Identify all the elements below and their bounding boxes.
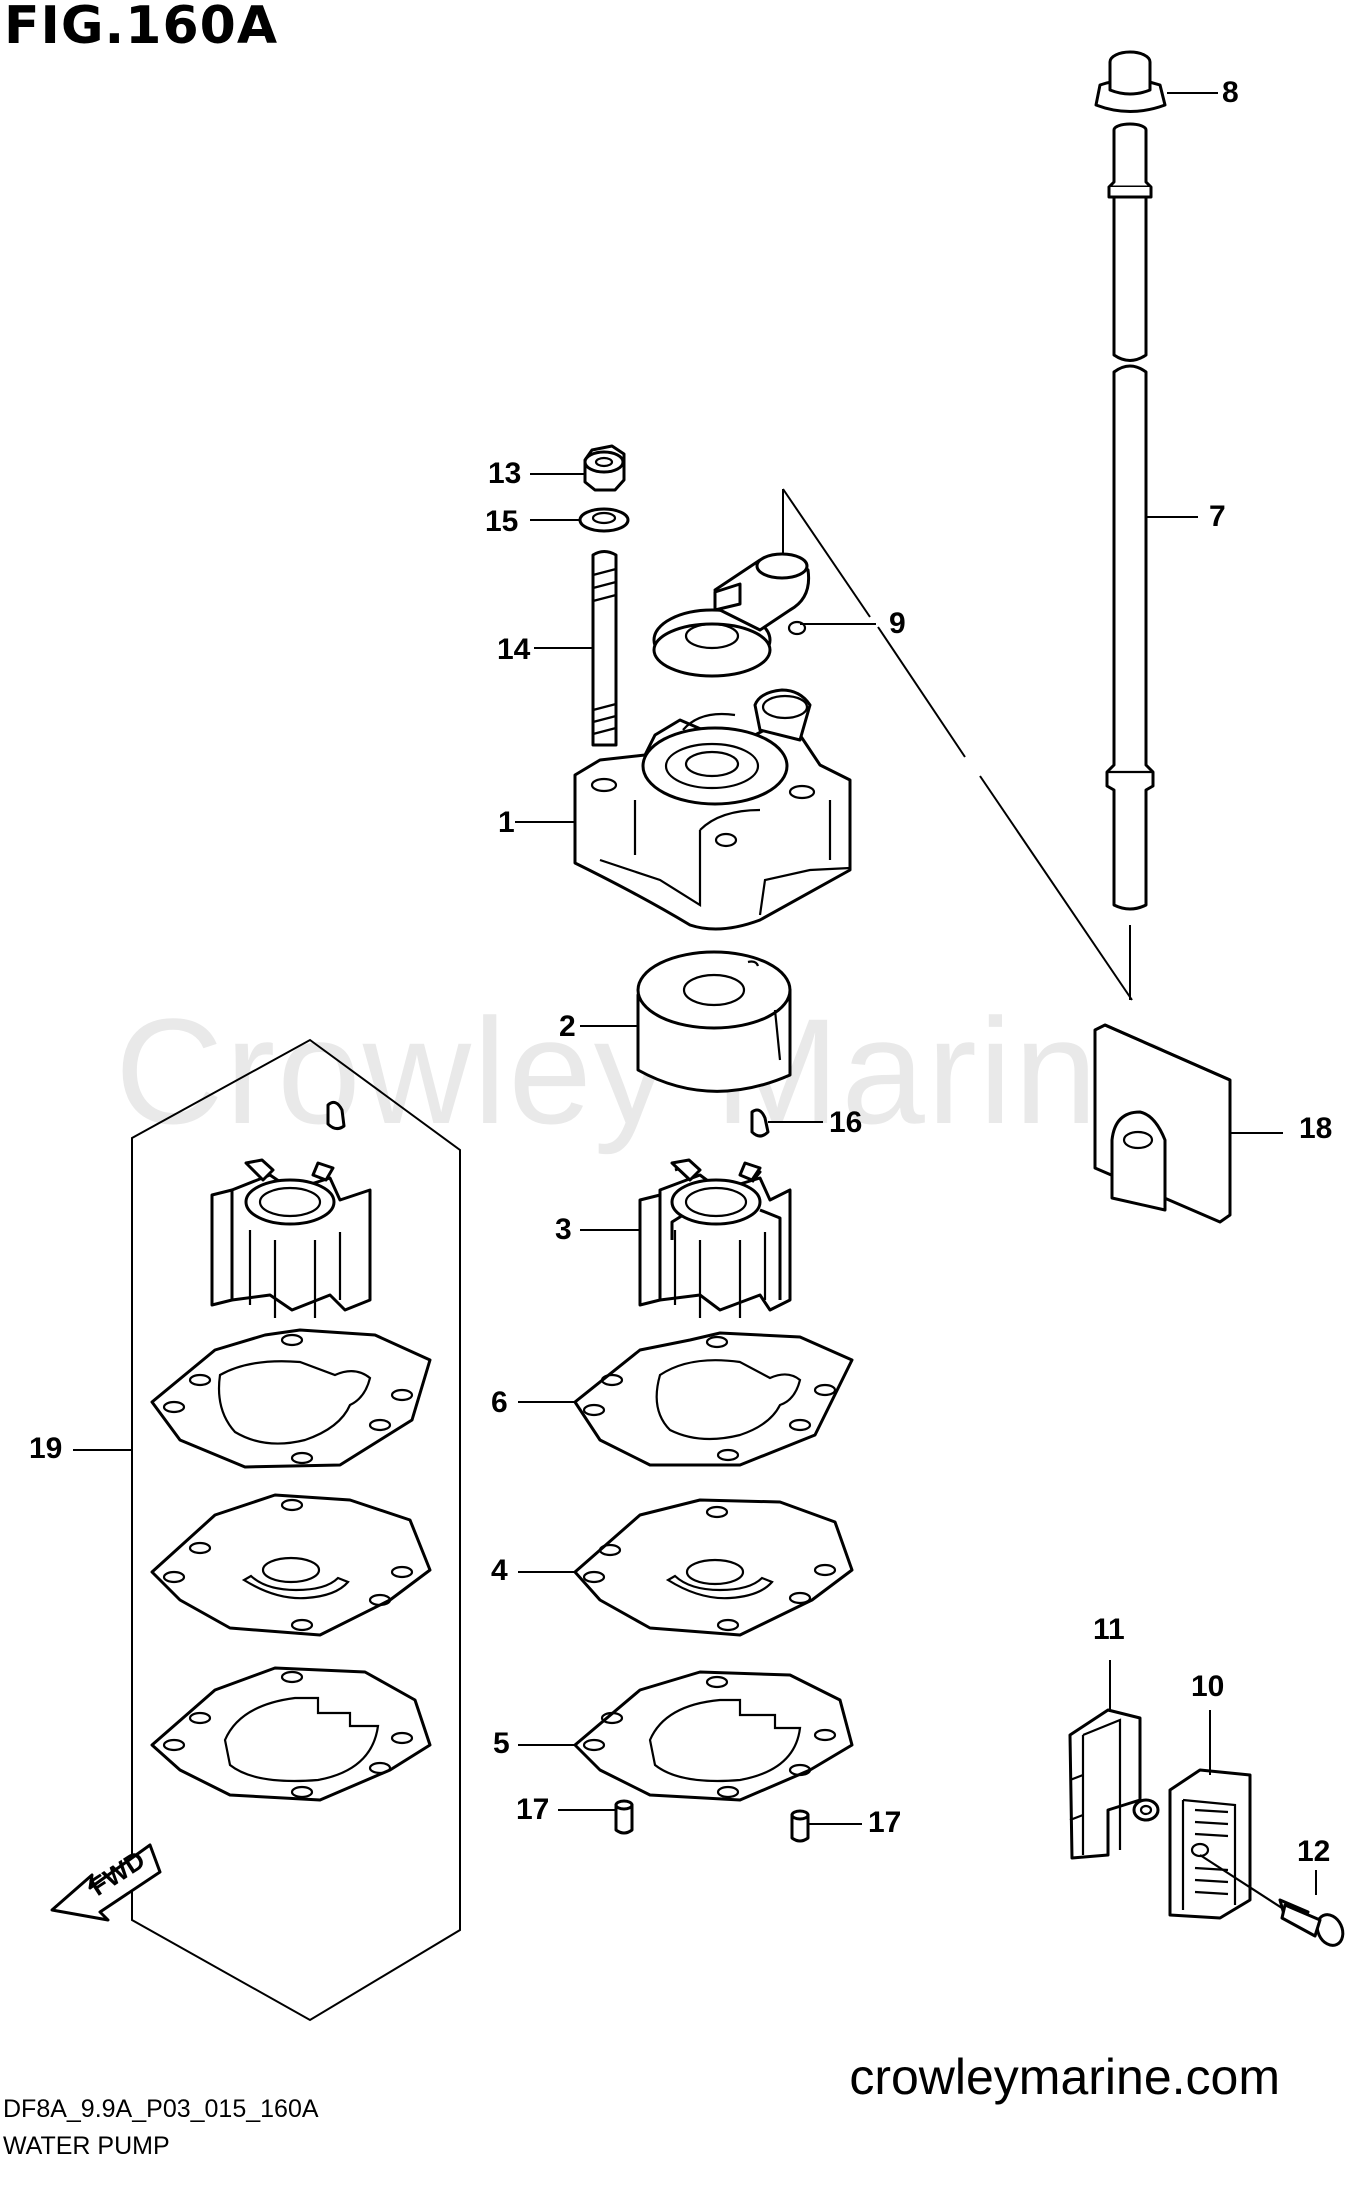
callout-5: 5 xyxy=(493,1727,510,1760)
kit-impeller[interactable] xyxy=(210,1158,372,1318)
part-1-pump-case[interactable] xyxy=(515,688,852,931)
callout-10: 10 xyxy=(1191,1670,1225,1703)
callout-17-right: 17 xyxy=(868,1806,902,1839)
callout-14: 14 xyxy=(497,633,531,666)
part-7-water-tube[interactable] xyxy=(1105,122,1198,911)
callout-17-left: 17 xyxy=(516,1793,550,1826)
part-19-kit-frame xyxy=(73,1038,461,2022)
part-9-leader xyxy=(782,488,1133,1001)
diagram-code: DF8A_9.9A_P03_015_160A xyxy=(3,2095,319,2123)
part-14-stud-bolt[interactable] xyxy=(534,550,618,747)
callout-3: 3 xyxy=(555,1213,572,1246)
callout-6: 6 xyxy=(491,1386,508,1419)
figure-title: FIG.160A xyxy=(4,0,279,56)
part-16-key[interactable] xyxy=(750,1108,823,1138)
part-12-screw[interactable] xyxy=(1199,1854,1348,1950)
part-17-pin-right[interactable] xyxy=(790,1809,862,1843)
kit-gasket-upper[interactable] xyxy=(150,1328,432,1469)
kit-plate[interactable] xyxy=(150,1493,432,1637)
part-11-bracket[interactable] xyxy=(1068,1660,1160,1860)
part-2-liner[interactable] xyxy=(580,950,792,1093)
diagram-name: WATER PUMP xyxy=(3,2132,170,2160)
callout-18: 18 xyxy=(1299,1112,1333,1145)
part-4-plate[interactable] xyxy=(518,1498,854,1637)
callout-2: 2 xyxy=(559,1010,576,1043)
kit-gasket-lower[interactable] xyxy=(150,1666,432,1802)
callout-8: 8 xyxy=(1222,76,1239,109)
part-17-pin-left[interactable] xyxy=(558,1799,634,1835)
part-9-case-upper[interactable] xyxy=(652,552,811,678)
part-13-nut[interactable] xyxy=(530,444,626,492)
part-6-gasket[interactable] xyxy=(518,1331,854,1467)
part-8-grommet[interactable] xyxy=(1094,50,1218,113)
callout-12: 12 xyxy=(1297,1835,1331,1868)
callout-13: 13 xyxy=(488,457,522,490)
callout-9: 9 xyxy=(889,607,906,640)
part-18-guide-plate[interactable] xyxy=(1093,1023,1283,1224)
callout-15: 15 xyxy=(485,505,519,538)
site-url[interactable]: crowleymarine.com xyxy=(849,2049,1280,2105)
part-10-cover[interactable] xyxy=(1168,1710,1252,1920)
callout-7: 7 xyxy=(1209,500,1226,533)
fwd-arrow-icon xyxy=(50,1843,162,1922)
callout-1: 1 xyxy=(498,806,515,839)
callout-16: 16 xyxy=(829,1106,863,1139)
part-15-washer[interactable] xyxy=(530,507,630,533)
part-5-gasket[interactable] xyxy=(518,1670,854,1802)
callout-11: 11 xyxy=(1093,1613,1125,1646)
part-3-impeller[interactable] xyxy=(580,1158,792,1318)
callout-19: 19 xyxy=(29,1432,63,1465)
callout-4: 4 xyxy=(491,1554,508,1587)
kit-key[interactable] xyxy=(326,1100,346,1131)
